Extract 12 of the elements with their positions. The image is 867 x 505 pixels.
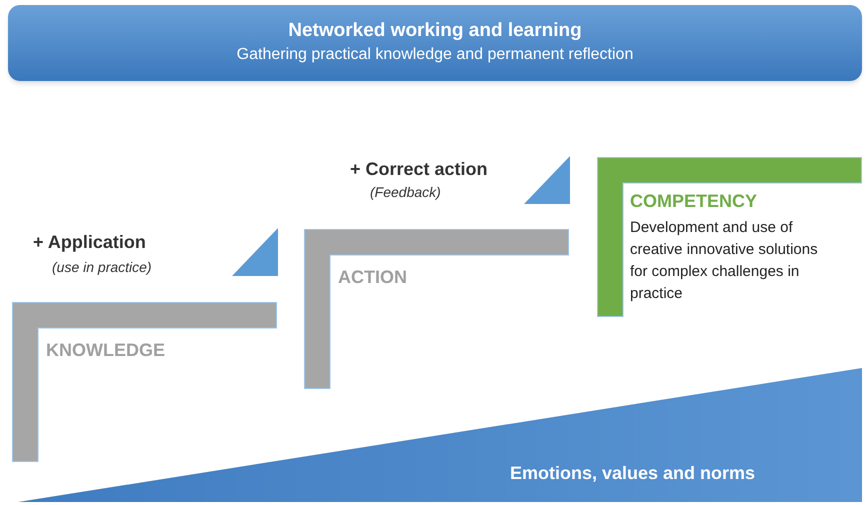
step-title: ACTION: [338, 266, 408, 289]
step-note: (use in practice): [52, 258, 152, 277]
ramp-label: Emotions, values and norms: [510, 462, 756, 485]
step-label: + Correct action: [350, 158, 488, 181]
step-title: KNOWLEDGE: [46, 339, 166, 362]
banner-subtitle: Gathering practical knowledge and permanent reflection: [236, 45, 634, 65]
banner-title: Networked working and learning: [288, 19, 582, 43]
step-description: Development and use of creative innovative solutions for complex challenges in practice: [630, 218, 819, 304]
step-title: COMPETENCY: [630, 190, 758, 213]
step-note: (Feedback): [370, 183, 441, 202]
step-label: + Application: [33, 231, 146, 254]
banner: [8, 5, 862, 81]
